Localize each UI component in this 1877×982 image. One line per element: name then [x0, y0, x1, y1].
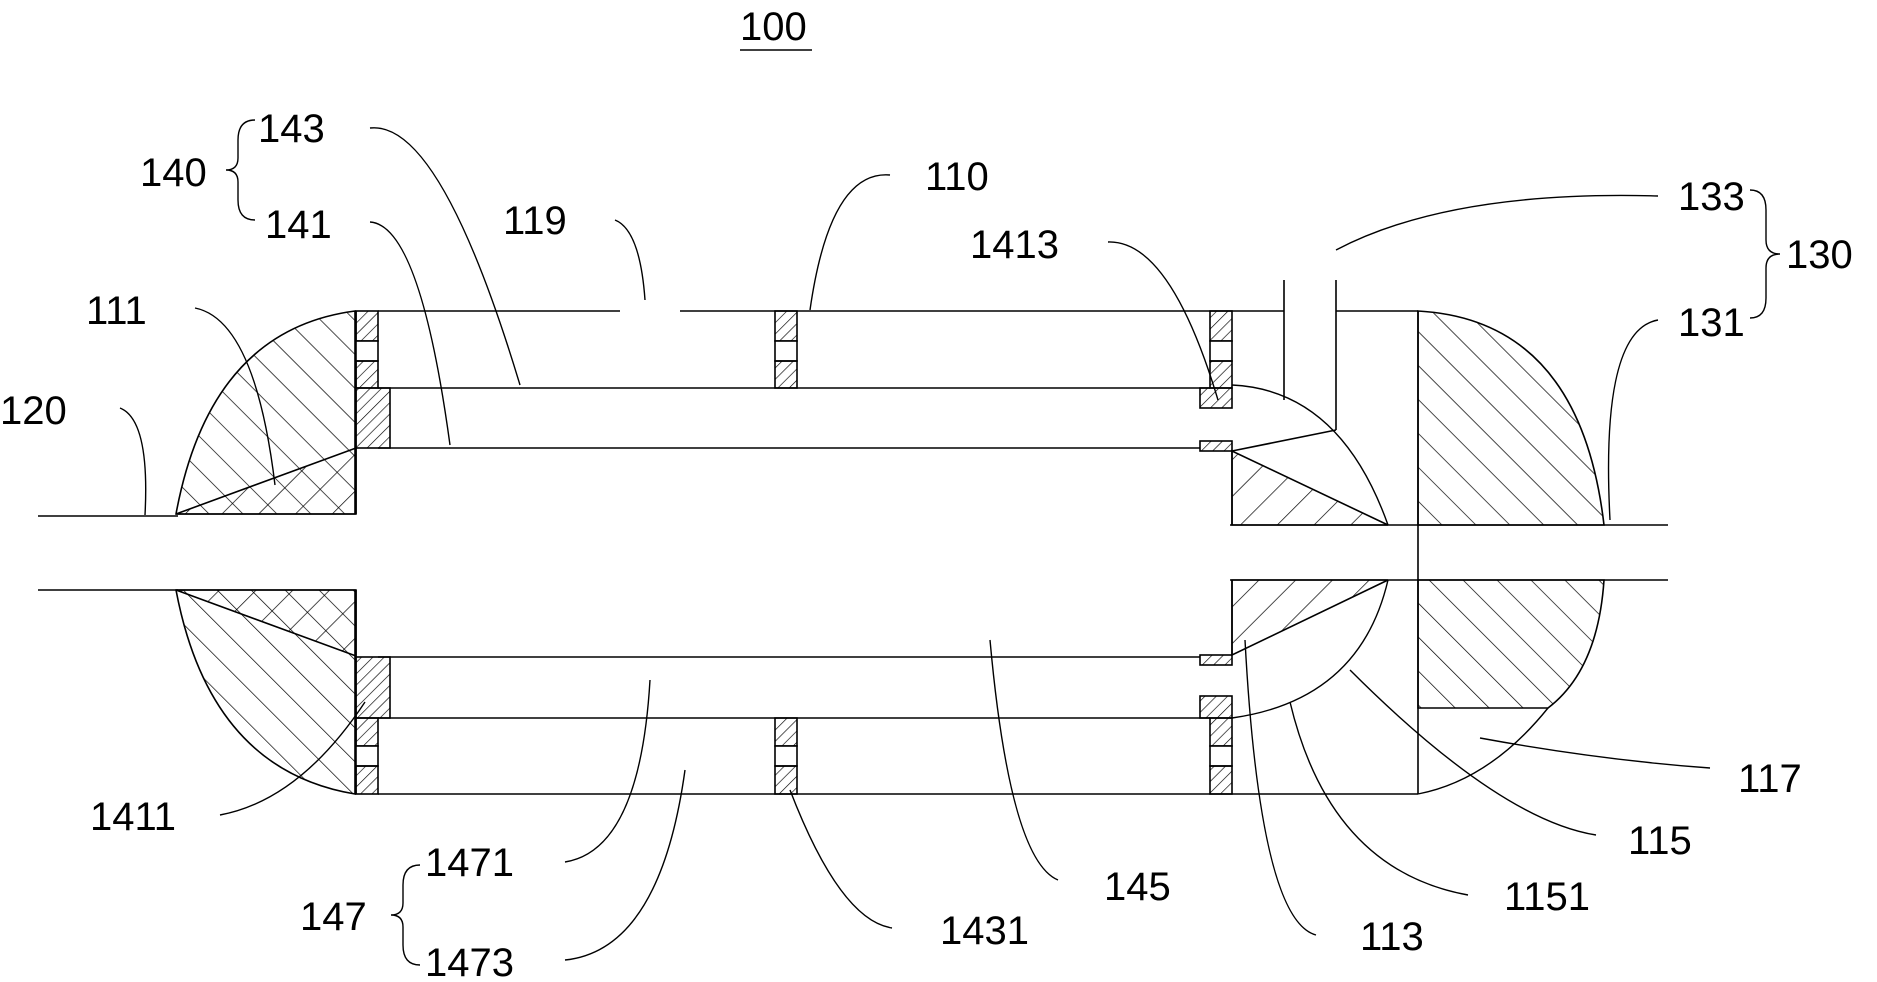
label-115: 115: [1628, 819, 1692, 863]
label-143: 143: [258, 107, 325, 151]
seal-left-mid-upper: [355, 387, 391, 449]
label-141: 141: [265, 203, 332, 247]
leader-1413: [1107, 241, 1219, 401]
figure-number: 100: [740, 5, 807, 49]
right-cap-lower: [1417, 579, 1605, 709]
label-1413: 1413: [970, 223, 1059, 267]
seal-right-low-mid: [1199, 695, 1233, 719]
seal-right-bot-1: [1209, 717, 1233, 747]
label-110: 110: [925, 155, 989, 199]
leader-143: [369, 127, 521, 386]
seal-mid-bot-1: [774, 717, 798, 747]
leader-115: [1349, 669, 1597, 836]
leader-111: [194, 307, 276, 486]
seal-mid-top-2: [774, 340, 798, 362]
leader-1471: [564, 679, 651, 863]
seal-right-bot-3: [1209, 765, 1233, 795]
leader-110: [809, 174, 891, 311]
label-1151: 1151: [1504, 875, 1590, 919]
label-1431: 1431: [940, 909, 1029, 953]
seal-mid-top-3: [774, 360, 798, 389]
chamber-115-arc-upper: [1231, 384, 1389, 526]
leader-133: [1335, 194, 1659, 251]
label-131: 131: [1678, 301, 1745, 345]
right-wedge-upper: [1231, 449, 1389, 526]
leader-117: [1479, 737, 1711, 769]
label-117: 117: [1738, 757, 1802, 801]
seal-left-top-3: [355, 360, 379, 389]
seal-right-gap-upper: [1199, 387, 1233, 409]
leader-1431: [789, 789, 893, 929]
label-130: 130: [1786, 233, 1853, 277]
seal-right-top-2: [1209, 340, 1233, 362]
label-113: 113: [1360, 915, 1424, 959]
label-140: 140: [140, 151, 207, 195]
seal-mid-bot-3: [774, 765, 798, 795]
leader-1411: [219, 701, 366, 816]
leader-119: [614, 219, 646, 301]
inlet-pipe-bend: [1231, 429, 1337, 452]
brace-147: [390, 864, 421, 966]
label-133: 133: [1678, 175, 1745, 219]
brace-140: [225, 119, 256, 221]
left-cap-lower-dome: [175, 589, 356, 795]
label-145: 145: [1104, 865, 1171, 909]
seal-left-bot-2: [355, 745, 379, 767]
leader-113: [1244, 639, 1317, 936]
leader-141: [369, 221, 451, 446]
seal-left-bot-1: [355, 717, 379, 747]
brace-130: [1749, 189, 1781, 319]
label-1473: 1473: [425, 941, 514, 982]
seal-right-top-1: [1209, 310, 1233, 342]
right-wedge-lower: [1231, 579, 1389, 657]
leader-131: [1607, 319, 1659, 521]
leader-120: [119, 407, 147, 516]
seal-left-top-2: [355, 340, 379, 362]
leader-145: [989, 639, 1059, 881]
label-120: 120: [0, 389, 67, 433]
seal-right-bot-2: [1209, 745, 1233, 767]
label-147: 147: [300, 895, 367, 939]
label-1411: 1411: [90, 795, 176, 839]
right-cap-lower-chamber-117: [1417, 707, 1549, 795]
seal-right-1413: [1199, 440, 1233, 452]
seal-mid-top-1: [774, 310, 798, 342]
chamber-115-arc-lower: [1231, 579, 1389, 719]
label-1471: 1471: [425, 841, 514, 885]
right-cap-upper: [1417, 310, 1605, 526]
seal-left-top-1: [355, 310, 379, 342]
leader-1151: [1289, 701, 1469, 896]
label-119: 119: [503, 199, 567, 243]
left-cap-upper-dome: [175, 310, 356, 515]
label-111: 111: [86, 289, 147, 333]
seal-mid-bot-2: [774, 745, 798, 767]
seal-left-bot-3: [355, 765, 379, 795]
seal-right-gap-lower: [1199, 654, 1233, 666]
leader-1473: [564, 769, 686, 961]
